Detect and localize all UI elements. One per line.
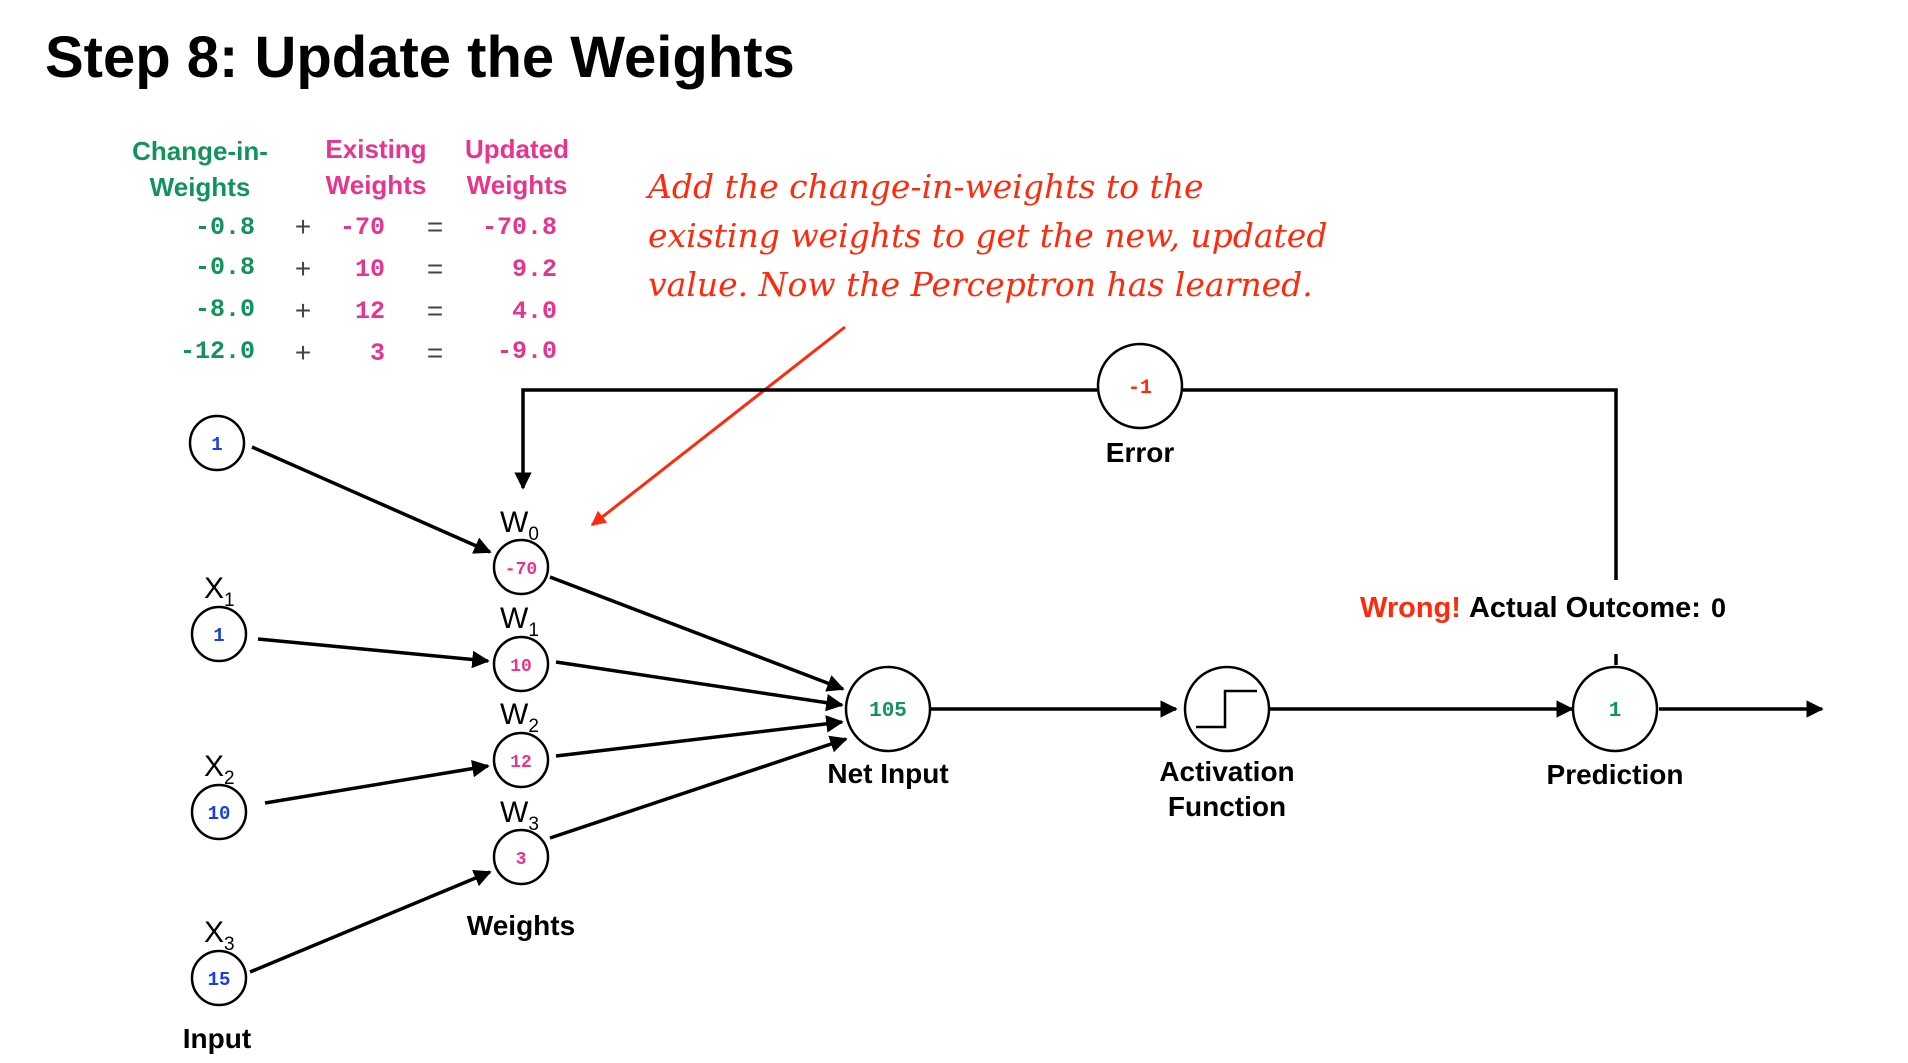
table-headers: Change-in- Weights Existing Weights Upda… [132, 134, 569, 202]
w0-value: -70 [505, 560, 537, 580]
wrong-text: Wrong! [1360, 592, 1461, 624]
activation-node [1183, 665, 1271, 753]
x3-node [190, 949, 248, 1007]
x1-label: X1 [204, 572, 235, 611]
row2-existing: 12 [355, 297, 385, 326]
row2-equals: = [427, 295, 443, 326]
table-rows: -0.8 + -70 = -70.8 -0.8 + 10 = 9.2 -8.0 … [180, 211, 557, 368]
row0-change: -0.8 [195, 213, 255, 242]
row3-equals: = [427, 337, 443, 368]
prediction-value: 1 [1609, 700, 1622, 723]
error-value: -1 [1128, 377, 1152, 400]
row0-existing: -70 [340, 213, 385, 242]
row3-change: -12.0 [180, 337, 255, 366]
outcome-label-bg [1452, 580, 1778, 654]
step-function-icon [1196, 689, 1257, 729]
row1-equals: = [427, 253, 443, 284]
w3-label: W3 [500, 796, 539, 835]
edge-w0-net [549, 575, 845, 692]
loop-right-segment [1182, 388, 1618, 665]
x3-value: 15 [208, 969, 231, 991]
error-caption: Error [1106, 437, 1175, 468]
edge-w2-net [555, 715, 844, 758]
annotation-arrow [590, 325, 846, 527]
input-nodes: 1 X1 1 X2 10 X3 15 Input [183, 414, 251, 1054]
actual-outcome-text: Actual Outcome: [1469, 592, 1701, 624]
edge-w3-net [549, 735, 848, 840]
prediction-node [1571, 665, 1659, 753]
bias-value: 1 [211, 434, 222, 456]
prediction-caption: Prediction [1547, 759, 1684, 790]
x2-node [190, 783, 248, 841]
row0-updated: -70.8 [482, 213, 557, 242]
header-updated-line1: Updated [465, 134, 569, 164]
edge-bias-w0 [251, 445, 492, 554]
row1-change: -0.8 [195, 253, 255, 282]
w1-value: 10 [510, 657, 532, 677]
loop-left-segment [514, 388, 1098, 490]
row3-plus: + [295, 337, 311, 368]
row1-updated: 9.2 [512, 255, 557, 284]
net-input-caption: Net Input [827, 758, 948, 789]
row1-existing: 10 [355, 255, 385, 284]
x2-value: 10 [208, 803, 231, 825]
w3-node [492, 828, 550, 886]
x1-value: 1 [213, 625, 224, 647]
weights-caption: Weights [467, 910, 575, 941]
row1-plus: + [295, 253, 311, 284]
outcome-label: Wrong!Actual Outcome: 0 [1360, 592, 1726, 624]
edge-w1-net [555, 660, 844, 712]
w1-node [492, 635, 550, 693]
activation-caption-line2: Function [1168, 791, 1286, 822]
w3-value: 3 [516, 850, 527, 870]
header-updated-line2: Weights [467, 170, 568, 200]
header-existing-line1: Existing [325, 134, 426, 164]
w2-label: W2 [500, 698, 539, 737]
header-existing-line2: Weights [326, 170, 427, 200]
edge-x2-w2 [264, 759, 490, 805]
x3-label: X3 [204, 916, 235, 955]
w1-label: W1 [500, 602, 539, 641]
bias-node [188, 414, 246, 472]
input-caption: Input [183, 1023, 251, 1054]
error-node [1096, 342, 1184, 430]
row2-plus: + [295, 295, 311, 326]
x1-node [190, 605, 248, 663]
row3-existing: 3 [370, 339, 385, 368]
annotation: Add the change-in-weights to the existin… [590, 167, 1327, 527]
row0-equals: = [427, 211, 443, 242]
feedback-loop [514, 388, 1618, 665]
header-change-line2: Weights [150, 172, 251, 202]
row2-change: -8.0 [195, 295, 255, 324]
net-input-value: 105 [869, 700, 907, 723]
actual-outcome-value: 0 [1711, 593, 1726, 623]
activation-caption-line1: Activation [1159, 756, 1294, 787]
net-input-node [844, 665, 932, 753]
row3-updated: -9.0 [497, 337, 557, 366]
x2-label: X2 [204, 750, 235, 789]
row2-updated: 4.0 [512, 297, 557, 326]
header-change-line1: Change-in- [132, 136, 268, 166]
w0-node [492, 538, 550, 596]
edges [249, 445, 1824, 974]
annotation-line3: value. Now the Perceptron has learned. [648, 265, 1313, 304]
weight-nodes: W0 -70 W1 10 W2 12 W3 3 Weights [467, 506, 575, 941]
page-title: Step 8: Update the Weights [45, 25, 795, 90]
annotation-line1: Add the change-in-weights to the [645, 167, 1204, 206]
edge-x1-w1 [257, 637, 490, 669]
edge-x3-w3 [249, 869, 492, 974]
annotation-line2: existing weights to get the new, updated [648, 216, 1327, 255]
w0-label: W0 [500, 506, 539, 545]
w2-node [492, 731, 550, 789]
w2-value: 12 [510, 753, 532, 773]
row0-plus: + [295, 211, 311, 242]
